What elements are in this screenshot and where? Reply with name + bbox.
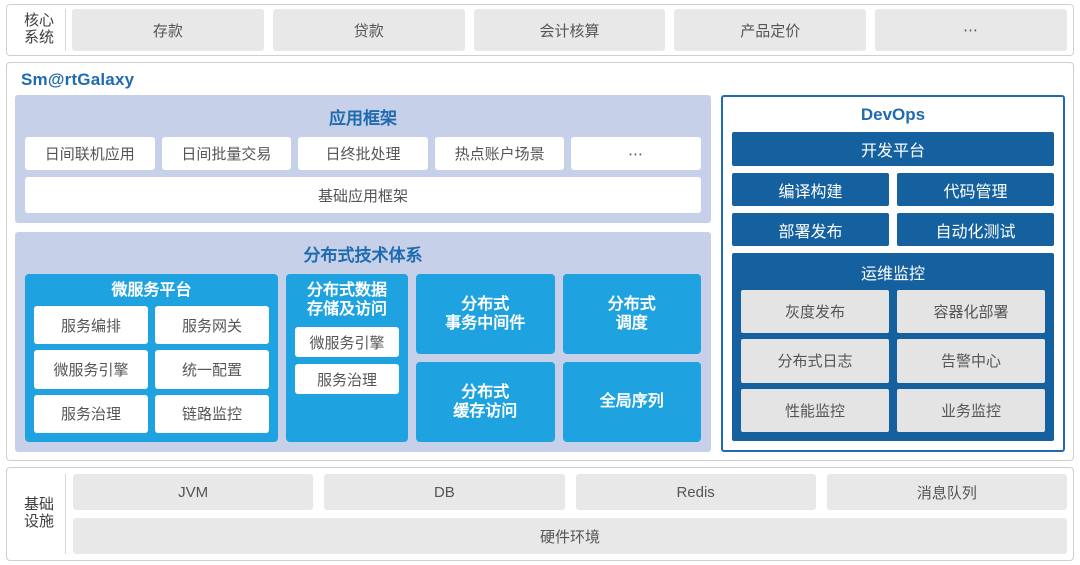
core-system-item-deposit[interactable]: 存款 <box>72 9 264 51</box>
core-systems-panel: 核心 系统 存款 贷款 会计核算 产品定价 ⋯ <box>6 4 1074 56</box>
app-chip-hot-account[interactable]: 热点账户场景 <box>434 137 565 170</box>
distributed-tile-column-left: 分布式 事务中间件 分布式 缓存访问 <box>416 274 555 442</box>
platform-right-column: DevOps 开发平台 编译构建 代码管理 部署发布 自动化测试 运维监控 <box>721 95 1065 452</box>
distributed-tech-title: 分布式技术体系 <box>303 246 423 265</box>
core-system-item-loan[interactable]: 贷款 <box>272 9 465 51</box>
devops-panel: DevOps 开发平台 编译构建 代码管理 部署发布 自动化测试 运维监控 <box>721 95 1065 452</box>
devops-title: DevOps <box>860 105 926 124</box>
ops-monitoring-row: 性能监控 业务监控 <box>741 388 1045 432</box>
tile-global-sequence[interactable]: 全局序列 <box>562 362 701 442</box>
platform-brand-title: Sm@rtGalaxy <box>21 70 135 89</box>
infrastructure-panel: 基础 设施 JVM DB Redis 消息队列 硬件环境 <box>6 467 1074 561</box>
ms-cell-service-gateway[interactable]: 服务网关 <box>155 306 269 345</box>
ms-cell-trace-monitoring[interactable]: 链路监控 <box>155 394 269 433</box>
ops-cell-performance-monitoring[interactable]: 性能监控 <box>741 388 889 432</box>
platform-body: 应用框架 日间联机应用 日间批量交易 日终批处理 热点账户场景 ⋯ 基础应用框架… <box>15 95 1065 452</box>
ops-cell-business-monitoring[interactable]: 业务监控 <box>897 388 1045 432</box>
distributed-data-storage-block: 分布式数据 存储及访问 微服务引擎 服务治理 <box>286 274 408 442</box>
tile-label: 分布式 事务中间件 <box>445 295 525 333</box>
infrastructure-item-redis[interactable]: Redis <box>575 474 816 510</box>
core-systems-label-line1: 核心 <box>23 12 54 30</box>
core-system-item-pricing[interactable]: 产品定价 <box>674 9 867 51</box>
tile-line2: 调度 <box>615 315 648 332</box>
ops-monitoring-title: 运维监控 <box>860 266 925 283</box>
microservice-row: 微服务引擎 统一配置 <box>34 350 269 389</box>
tile-distributed-cache-access[interactable]: 分布式 缓存访问 <box>416 362 555 442</box>
infrastructure-item-jvm[interactable]: JVM <box>73 474 314 510</box>
microservice-platform-title: 微服务平台 <box>111 282 192 299</box>
ops-cell-alert-center[interactable]: 告警中心 <box>897 339 1045 383</box>
tile-line1: 分布式 <box>461 383 510 401</box>
devops-item-code-management[interactable]: 代码管理 <box>897 173 1054 206</box>
ops-monitoring-grid: 灰度发布 容器化部署 分布式日志 告警中心 性能监控 业务监控 <box>741 290 1045 432</box>
app-chip-daytime-online[interactable]: 日间联机应用 <box>25 137 155 170</box>
ops-cell-canary-release[interactable]: 灰度发布 <box>741 290 889 334</box>
devops-item-build[interactable]: 编译构建 <box>732 173 889 206</box>
ds-cell-microservice-engine[interactable]: 微服务引擎 <box>295 327 399 358</box>
distributed-data-storage-title-line1: 分布式数据 <box>306 282 387 299</box>
microservice-platform-grid: 服务编排 服务网关 微服务引擎 统一配置 服务治理 链路监控 <box>34 306 269 433</box>
distributed-data-storage-cells: 微服务引擎 服务治理 <box>295 327 399 433</box>
platform-left-column: 应用框架 日间联机应用 日间批量交易 日终批处理 热点账户场景 ⋯ 基础应用框架… <box>15 95 711 452</box>
tile-line1: 全局序列 <box>599 393 664 411</box>
tile-line2: 事务中间件 <box>445 315 526 332</box>
application-framework-group: 应用框架 日间联机应用 日间批量交易 日终批处理 热点账户场景 ⋯ 基础应用框架 <box>15 95 711 223</box>
core-system-item-more[interactable]: ⋯ <box>875 9 1067 51</box>
app-chip-eod-batch[interactable]: 日终批处理 <box>298 137 428 170</box>
ops-cell-distributed-logging[interactable]: 分布式日志 <box>741 339 889 383</box>
infrastructure-items-row: JVM DB Redis 消息队列 <box>73 474 1067 510</box>
core-system-item-accounting[interactable]: 会计核算 <box>473 9 666 51</box>
infrastructure-label-line2: 设施 <box>23 513 54 530</box>
distributed-tech-group: 分布式技术体系 微服务平台 服务编排 服务网关 微服务 <box>15 232 711 452</box>
microservice-row: 服务编排 服务网关 <box>34 306 269 345</box>
platform-panel: Sm@rtGalaxy 应用框架 日间联机应用 日间批量交易 日终批处理 热点账… <box>6 62 1074 461</box>
application-framework-title: 应用框架 <box>329 109 397 128</box>
distributed-tiles: 分布式 事务中间件 分布式 缓存访问 <box>416 274 701 442</box>
infrastructure-item-db[interactable]: DB <box>324 474 565 510</box>
distributed-data-storage-title: 分布式数据 存储及访问 <box>295 281 399 319</box>
devops-row: 编译构建 代码管理 <box>732 173 1054 206</box>
infrastructure-item-message-queue[interactable]: 消息队列 <box>826 474 1067 510</box>
ms-cell-microservice-engine[interactable]: 微服务引擎 <box>34 350 148 389</box>
distributed-tile-column-right: 分布式 调度 全局序列 <box>562 274 701 442</box>
devops-item-automated-testing[interactable]: 自动化测试 <box>897 213 1054 246</box>
infrastructure-label: 基础 设施 <box>13 474 66 554</box>
tile-line1: 分布式 <box>607 295 656 313</box>
microservice-row: 服务治理 链路监控 <box>34 394 269 433</box>
tile-label: 分布式 缓存访问 <box>453 383 517 421</box>
core-systems-label: 核心 系统 <box>13 9 66 51</box>
ops-monitoring-row: 灰度发布 容器化部署 <box>741 290 1045 334</box>
ops-monitoring-block: 运维监控 灰度发布 容器化部署 分布式日志 告警中心 性能监控 <box>732 253 1054 441</box>
tile-distributed-transaction-middleware[interactable]: 分布式 事务中间件 <box>416 274 555 354</box>
ops-monitoring-row: 分布式日志 告警中心 <box>741 339 1045 383</box>
devops-item-deploy-release[interactable]: 部署发布 <box>732 213 889 246</box>
tile-line1: 分布式 <box>461 295 510 313</box>
microservice-platform-block: 微服务平台 服务编排 服务网关 微服务引擎 统一配置 <box>25 274 278 442</box>
ds-cell-service-governance[interactable]: 服务治理 <box>295 364 399 395</box>
core-systems-items: 存款 贷款 会计核算 产品定价 ⋯ <box>72 9 1067 51</box>
ms-cell-service-orchestration[interactable]: 服务编排 <box>34 306 148 345</box>
infrastructure-hardware-row: 硬件环境 <box>73 518 1067 554</box>
app-chip-more[interactable]: ⋯ <box>571 137 701 170</box>
infrastructure-hardware-environment[interactable]: 硬件环境 <box>73 518 1067 554</box>
distributed-tech-columns: 微服务平台 服务编排 服务网关 微服务引擎 统一配置 <box>25 274 701 442</box>
tile-distributed-scheduling[interactable]: 分布式 调度 <box>562 274 701 354</box>
infrastructure-content: JVM DB Redis 消息队列 硬件环境 <box>73 474 1067 554</box>
app-base-framework[interactable]: 基础应用框架 <box>25 177 701 213</box>
application-framework-chip-row: 日间联机应用 日间批量交易 日终批处理 热点账户场景 ⋯ <box>25 137 701 170</box>
tile-label: 全局序列 <box>600 392 664 411</box>
ms-cell-unified-config[interactable]: 统一配置 <box>155 350 269 389</box>
devops-row: 部署发布 自动化测试 <box>732 213 1054 246</box>
app-chip-daytime-batch[interactable]: 日间批量交易 <box>161 137 292 170</box>
tile-line2: 缓存访问 <box>453 403 518 420</box>
devops-development-platform[interactable]: 开发平台 <box>732 132 1054 166</box>
core-systems-label-line2: 系统 <box>23 29 54 46</box>
tile-label: 分布式 调度 <box>608 295 656 333</box>
ops-cell-containerized-deployment[interactable]: 容器化部署 <box>897 290 1045 334</box>
infrastructure-label-line1: 基础 <box>23 496 54 514</box>
ms-cell-service-governance[interactable]: 服务治理 <box>34 394 148 433</box>
distributed-data-storage-title-line2: 存储及访问 <box>306 301 387 319</box>
